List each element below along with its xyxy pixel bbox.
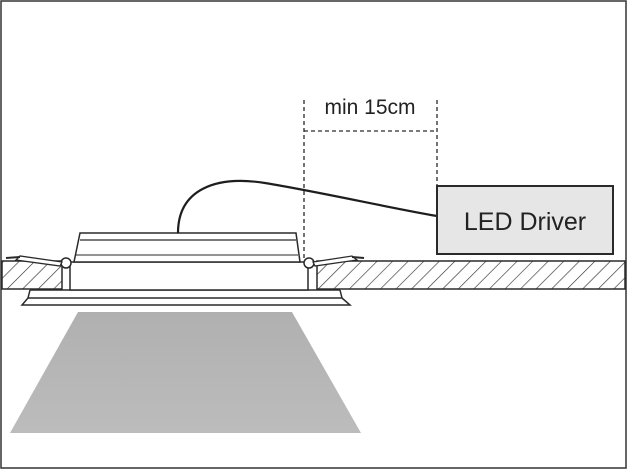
- clearance-dimension: [303, 100, 438, 258]
- spring-clip-left: [5, 255, 72, 269]
- power-cable: [176, 179, 438, 234]
- led-driver-label: LED Driver: [464, 208, 586, 236]
- clearance-label: min 15cm: [324, 96, 415, 119]
- light-cone: [10, 312, 361, 433]
- downlight-fixture: [20, 232, 352, 306]
- led-driver: LED Driver: [436, 185, 614, 255]
- spring-clip-right: [303, 255, 365, 269]
